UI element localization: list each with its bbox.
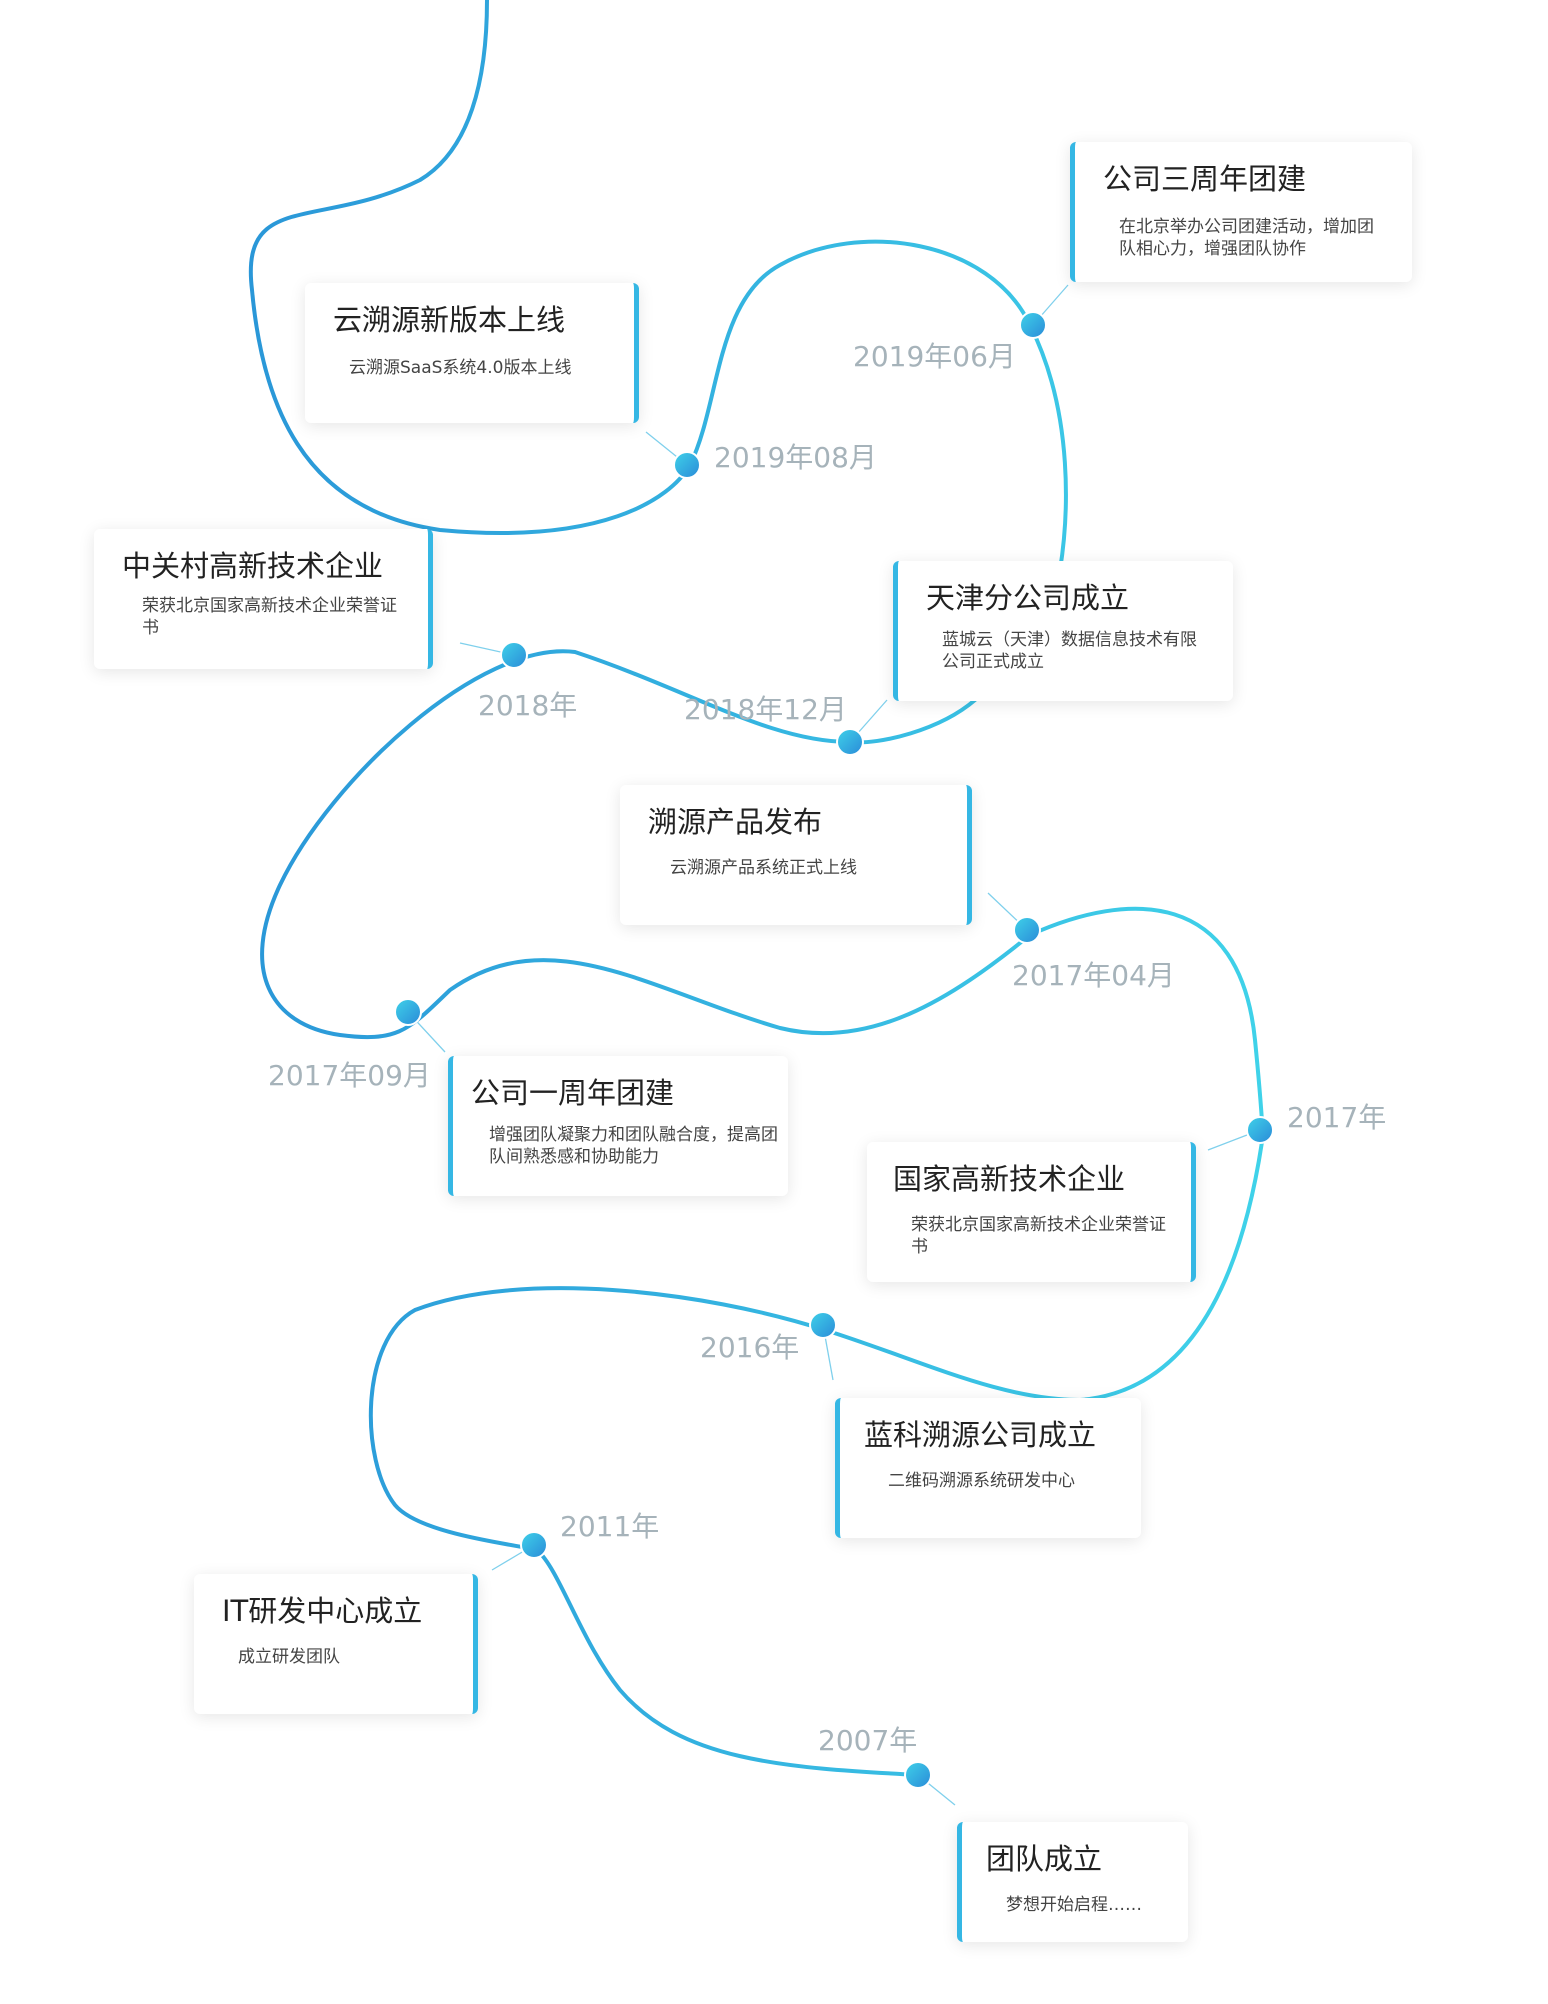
timeline-dot [520, 1531, 548, 1559]
timeline-dots [394, 311, 1274, 1789]
timeline-dot [1019, 311, 1047, 339]
event-title: 中关村高新技术企业 [122, 549, 384, 583]
event-desc: 云溯源产品系统正式上线 [670, 858, 857, 878]
event-card: 天津分公司成立 蓝城云（天津）数据信息技术有限公司正式成立 [893, 561, 1233, 701]
event-desc: 二维码溯源系统研发中心 [888, 1471, 1075, 1491]
timeline-dot [394, 998, 422, 1026]
event-date: 2007年 [818, 1724, 918, 1757]
timeline-dot [904, 1761, 932, 1789]
event-card: 溯源产品发布 云溯源产品系统正式上线 [620, 785, 972, 925]
event-card: 公司三周年团建 在北京举办公司团建活动，增加团队相心力，增强团队协作 [1070, 142, 1412, 282]
event-desc: 梦想开始启程…… [1006, 1895, 1142, 1915]
event-title: IT研发中心成立 [222, 1594, 423, 1628]
event-date: 2016年 [700, 1331, 800, 1364]
event-desc: 蓝城云（天津）数据信息技术有限公司正式成立 [942, 630, 1197, 672]
event-date: 2017年 [1287, 1101, 1387, 1134]
event-title: 蓝科溯源公司成立 [864, 1418, 1097, 1452]
event-desc: 在北京举办公司团建活动，增加团队相心力，增强团队协作 [1119, 217, 1374, 259]
event-card: IT研发中心成立 成立研发团队 [194, 1574, 478, 1714]
event-date: 2018年 [478, 689, 578, 722]
event-title: 云溯源新版本上线 [333, 303, 566, 337]
timeline-dot [809, 1311, 837, 1339]
timeline-dot [673, 451, 701, 479]
event-date: 2011年 [560, 1510, 660, 1543]
event-date: 2019年08月 [714, 441, 877, 474]
timeline-dot [1246, 1116, 1274, 1144]
event-card: 团队成立 梦想开始启程…… [957, 1822, 1188, 1942]
event-title: 国家高新技术企业 [893, 1162, 1126, 1196]
event-title: 溯源产品发布 [648, 805, 823, 839]
timeline-dot [1013, 916, 1041, 944]
timeline-dot [500, 641, 528, 669]
event-date: 2018年12月 [684, 693, 847, 726]
event-date: 2019年06月 [853, 340, 1016, 373]
event-desc: 增强团队凝聚力和团队融合度，提高团队间熟悉感和协助能力 [489, 1125, 778, 1167]
event-card: 中关村高新技术企业 荣获北京国家高新技术企业荣誉证书 [94, 529, 433, 669]
event-title: 公司三周年团建 [1103, 162, 1307, 196]
event-desc: 荣获北京国家高新技术企业荣誉证书 [911, 1215, 1166, 1257]
event-desc: 云溯源SaaS系统4.0版本上线 [349, 358, 572, 378]
event-date: 2017年09月 [268, 1059, 431, 1092]
event-title: 天津分公司成立 [926, 581, 1130, 615]
event-card: 公司一周年团建 增强团队凝聚力和团队融合度，提高团队间熟悉感和协助能力 [448, 1056, 788, 1196]
event-desc: 成立研发团队 [238, 1647, 340, 1667]
event-card: 国家高新技术企业 荣获北京国家高新技术企业荣誉证书 [867, 1142, 1196, 1282]
event-date: 2017年04月 [1012, 959, 1175, 992]
event-title: 团队成立 [986, 1842, 1103, 1876]
connector-lines [407, 284, 1261, 1806]
event-card: 云溯源新版本上线 云溯源SaaS系统4.0版本上线 [305, 283, 639, 423]
timeline-path [248, 0, 1265, 1777]
event-card: 蓝科溯源公司成立 二维码溯源系统研发中心 [835, 1398, 1141, 1538]
timeline-dot [836, 728, 864, 756]
event-desc: 荣获北京国家高新技术企业荣誉证书 [142, 596, 397, 638]
event-title: 公司一周年团建 [471, 1076, 675, 1110]
